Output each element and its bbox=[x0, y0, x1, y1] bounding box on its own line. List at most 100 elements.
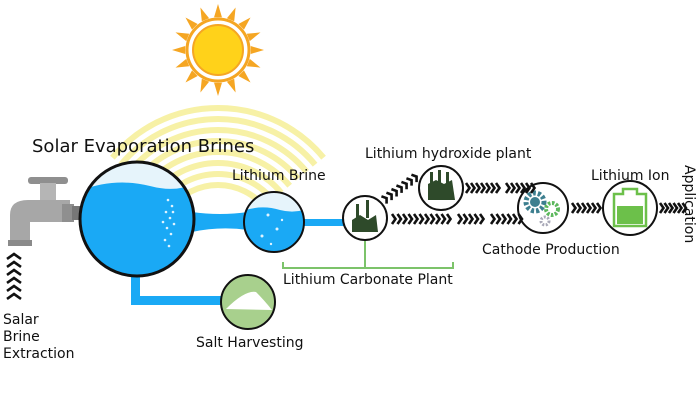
sun-ray bbox=[200, 78, 210, 93]
lithium-brine-circle bbox=[243, 191, 305, 253]
chevron-icon bbox=[429, 213, 436, 225]
chevron-icon bbox=[434, 213, 442, 225]
chevron-icon bbox=[484, 182, 492, 194]
chevron-icon bbox=[385, 191, 393, 201]
chevron-icon bbox=[473, 213, 480, 225]
chevron-icon bbox=[6, 276, 22, 284]
chevron-icon bbox=[469, 182, 477, 194]
chevron-icon bbox=[410, 173, 418, 183]
chevron-icon bbox=[506, 213, 513, 225]
chevron-icon bbox=[494, 182, 502, 194]
chevron-icon bbox=[6, 260, 22, 268]
chevron-icon bbox=[509, 182, 517, 194]
salar-brine-extraction-label: Salar Brine Extraction bbox=[3, 312, 74, 362]
heat-wave-arc bbox=[127, 127, 309, 174]
chevron-icon bbox=[590, 202, 598, 214]
sun-ray bbox=[214, 4, 222, 18]
lithium-hydroxide-plant-label: Lithium hydroxide plant bbox=[365, 146, 532, 162]
chevron-icon bbox=[6, 284, 22, 292]
chevron-icon bbox=[407, 213, 414, 225]
chevron-icon bbox=[478, 213, 486, 225]
title-solar-evaporation-brines: Solar Evaporation Brines bbox=[32, 136, 254, 157]
lithium-carbonate-plant-circle bbox=[282, 195, 454, 269]
chevron-icon bbox=[6, 292, 22, 300]
chevron-icon bbox=[6, 268, 22, 276]
application-label: Application bbox=[681, 165, 697, 243]
sun-ray bbox=[185, 70, 198, 83]
sun-ray bbox=[250, 46, 264, 54]
chevron-icon bbox=[517, 213, 524, 225]
chevron-icon bbox=[585, 202, 593, 214]
chevron-icon bbox=[390, 213, 398, 225]
chevron-icon bbox=[396, 213, 403, 225]
lithium-ion-label: Lithium Ion bbox=[591, 168, 669, 184]
sun-ray bbox=[238, 70, 251, 83]
chevron-icon bbox=[462, 213, 469, 225]
chevron-icon bbox=[529, 182, 537, 194]
sun-ray bbox=[185, 17, 198, 30]
lithium-carbonate-plant-label: Lithium Carbonate Plant bbox=[283, 272, 453, 288]
cathode-production-circle bbox=[517, 182, 569, 234]
chevron-icon bbox=[658, 202, 666, 214]
chevron-icon bbox=[474, 182, 482, 194]
brine-pipes bbox=[131, 212, 346, 305]
chevron-icon bbox=[464, 182, 472, 194]
chevron-icon bbox=[405, 177, 413, 186]
chevron-icon bbox=[519, 182, 527, 194]
lithium-hydroxide-plant-circle bbox=[418, 165, 464, 211]
sun-ray bbox=[175, 58, 190, 68]
chevron-icon bbox=[672, 202, 679, 214]
chevron-icon bbox=[524, 182, 532, 194]
chevron-icon bbox=[681, 202, 688, 214]
chevron-icon bbox=[580, 202, 588, 214]
chevron-icon bbox=[400, 180, 408, 190]
heat-wave-arc bbox=[118, 116, 318, 167]
sun-ray bbox=[200, 7, 210, 22]
chevron-icon bbox=[500, 213, 508, 225]
faucet-icon bbox=[8, 177, 80, 246]
gears-icon bbox=[523, 190, 560, 227]
upward-chevrons-icon bbox=[6, 252, 22, 300]
chevron-icon bbox=[489, 182, 497, 194]
lithium-ion-circle bbox=[602, 180, 658, 236]
chevron-icon bbox=[390, 187, 398, 197]
chevron-icon bbox=[456, 213, 464, 225]
chevron-icon bbox=[663, 202, 670, 214]
chevron-icon bbox=[575, 202, 583, 214]
chevron-icon bbox=[495, 213, 502, 225]
chevron-icon bbox=[380, 195, 388, 204]
chevron-icon bbox=[595, 202, 603, 214]
chevron-icon bbox=[479, 182, 487, 194]
salt-harvesting-label: Salt Harvesting bbox=[196, 335, 304, 351]
chevron-icon bbox=[489, 213, 497, 225]
chevron-icon bbox=[570, 202, 578, 214]
chevron-icon bbox=[511, 213, 519, 225]
flow-arrows bbox=[380, 173, 688, 225]
sun-ray bbox=[175, 32, 190, 42]
salt-harvesting-circle bbox=[220, 274, 276, 330]
chevron-icon bbox=[440, 213, 447, 225]
sun-icon bbox=[172, 4, 264, 96]
sun-ray bbox=[226, 7, 236, 22]
lithium-brine-label: Lithium Brine bbox=[232, 168, 326, 184]
heat-wave-arc bbox=[135, 138, 301, 181]
chevron-icon bbox=[395, 184, 403, 193]
sun-ray bbox=[214, 82, 222, 96]
sun-ray bbox=[226, 78, 236, 93]
chevron-icon bbox=[418, 213, 425, 225]
chevron-icon bbox=[467, 213, 475, 225]
sun-ray bbox=[172, 46, 186, 54]
sun-ray bbox=[246, 32, 261, 42]
evaporation-pond-circle bbox=[78, 160, 196, 278]
chevron-icon bbox=[423, 213, 431, 225]
sun-ray bbox=[238, 17, 251, 30]
chevron-icon bbox=[676, 202, 684, 214]
factory-icon bbox=[352, 200, 378, 232]
battery-icon bbox=[612, 187, 648, 228]
chevron-icon bbox=[412, 213, 420, 225]
factory-icon bbox=[428, 170, 455, 200]
heat-wave-arc bbox=[110, 105, 326, 160]
chevron-icon bbox=[6, 252, 22, 260]
